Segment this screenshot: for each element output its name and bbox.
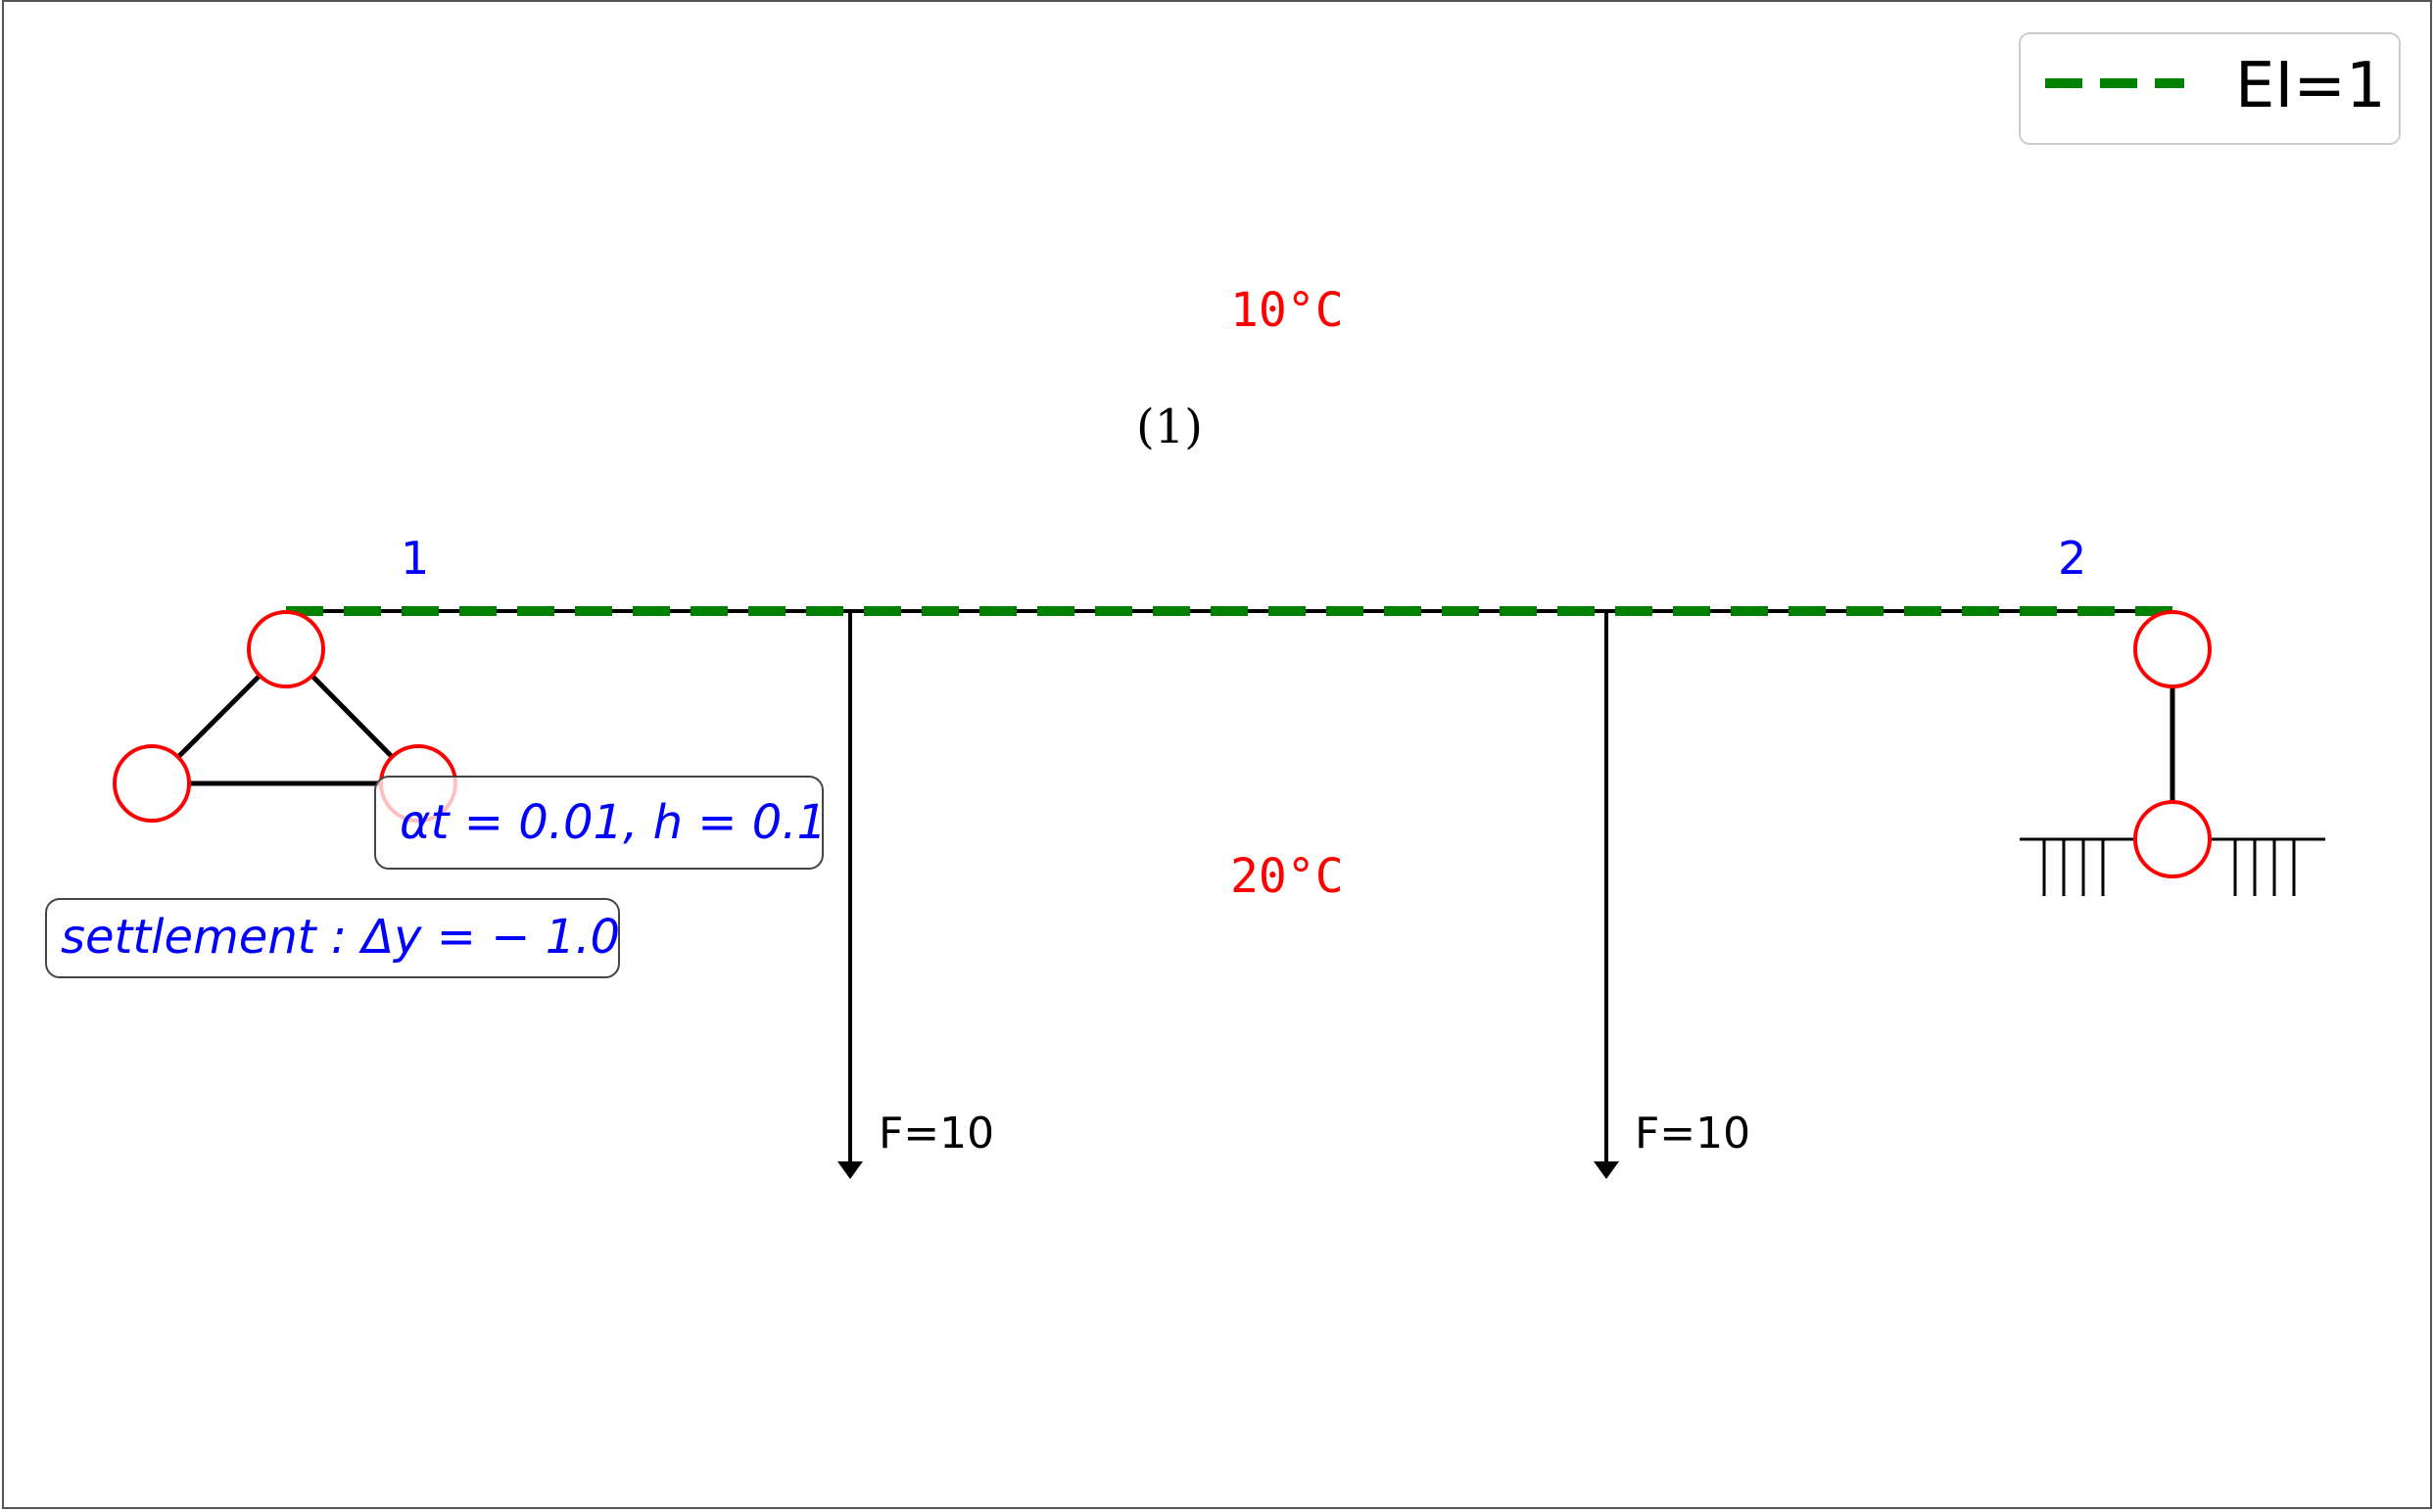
load-arrow-head-1: [837, 1161, 863, 1179]
thermal-annotation: αt = 0.01, h = 0.1: [374, 776, 827, 870]
settlement-annotation: settlement : Δy = − 1.0: [45, 898, 620, 978]
hinge-top-circle: [247, 610, 325, 688]
point-load-2: F=10: [1594, 611, 1750, 1179]
hinge-beam-end-circle: [2133, 610, 2212, 688]
node-label-1: 1: [401, 532, 429, 585]
load-arrow-head-2: [1594, 1161, 1619, 1179]
settlement-annotation-box: [45, 898, 620, 978]
node-label-2: 2: [2058, 532, 2086, 585]
point-load-1: F=10: [837, 611, 994, 1179]
ground-hatch: [2042, 839, 2296, 896]
roller-support: [2020, 610, 2325, 896]
thermal-annotation-box: [374, 776, 824, 870]
hinge-base-left-circle: [113, 744, 191, 823]
legend-box: [2019, 32, 2401, 145]
temperature-bottom-label: 20°C: [1230, 849, 1344, 904]
temperature-top-label: 10°C: [1230, 283, 1344, 338]
legend-label: EI=1: [2235, 50, 2386, 122]
element-label: (1): [1136, 400, 1203, 454]
legend: EI=1: [2019, 32, 2401, 145]
thermal-annotation-text: αt = 0.01, h = 0.1: [400, 795, 827, 850]
load-label-2: F=10: [1635, 1109, 1750, 1158]
hinge-ground-circle: [2133, 800, 2212, 878]
settlement-annotation-text: settlement : Δy = − 1.0: [61, 910, 620, 965]
load-label-1: F=10: [879, 1109, 994, 1158]
